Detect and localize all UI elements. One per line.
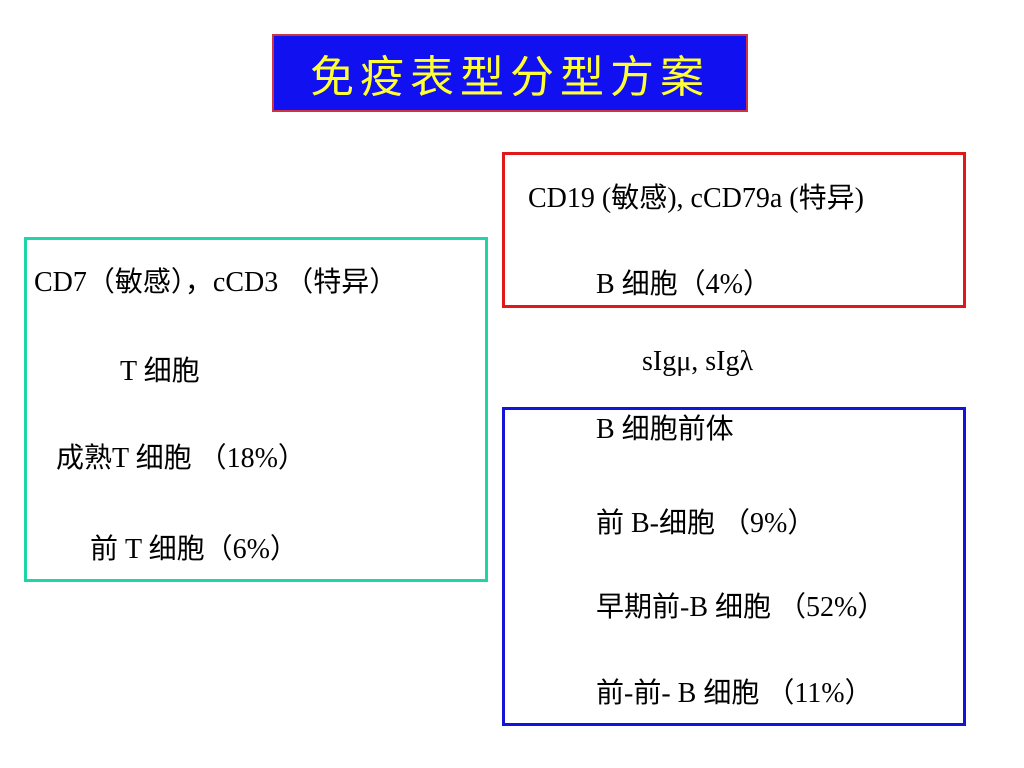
b-markers-text: CD19 (敏感), cCD79a (特异) (528, 183, 864, 214)
pre-b-cell-label: 前 B-细胞 （9%） (596, 508, 816, 539)
early-pre-b-cell-label: 早期前-B 细胞 （52%） (596, 592, 886, 623)
b-precursor-heading: B 细胞前体 (596, 414, 734, 445)
b-precursor-box (502, 407, 966, 726)
b-cell-box (502, 152, 966, 308)
pro-b-cell-label: 前-前- B 细胞 （11%） (596, 678, 873, 709)
t-cell-box (24, 237, 488, 582)
mature-t-cell-label: 成熟T 细胞 （18%） (56, 443, 306, 474)
pre-t-cell-label: 前 T 细胞（6%） (90, 534, 298, 565)
b-cell-label: B 细胞（4%） (596, 269, 772, 300)
t-cell-label: T 细胞 (120, 356, 200, 387)
surface-ig-label: sIgμ, sIgλ (642, 346, 754, 377)
page-title: 免疫表型分型方案 (310, 52, 710, 103)
t-markers-text: CD7（敏感），cCD3 （特异） (34, 267, 398, 298)
title-banner: 免疫表型分型方案 (272, 34, 748, 112)
